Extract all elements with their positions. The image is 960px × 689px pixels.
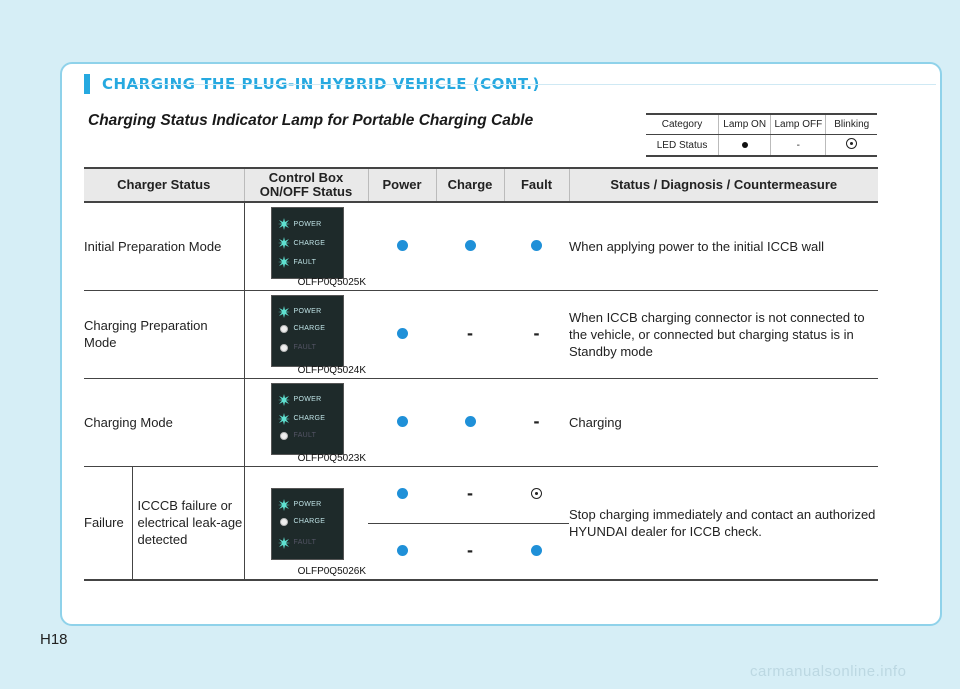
control-box-panel: POWER CHARGE FAULT [270, 294, 344, 367]
lamp-on-dot-icon [396, 488, 408, 499]
lamp-on-dot-icon [464, 415, 476, 427]
header-fault: Fault [503, 167, 569, 203]
lamp-on-dot-icon [396, 544, 408, 556]
description-cell: When ICCB charging connector is not conn… [569, 290, 878, 379]
page-number: H18 [40, 631, 68, 648]
description-cell: When applying power to the initial ICCB … [569, 202, 878, 291]
charge-cell: - [436, 523, 504, 581]
legend-blinking-cell [825, 134, 877, 157]
blinking-dot-icon [531, 488, 542, 499]
header-charge: Charge [435, 167, 504, 203]
control-box-panel: POWER CHARGE FAULT [270, 382, 344, 455]
charge-cell: - [436, 466, 504, 524]
legend-lamp-off-cell: - [770, 134, 827, 157]
control-box-image-cell: POWER CHARGE FAULT OLFP0Q5025K [243, 202, 368, 291]
table-row: - [84, 523, 878, 581]
lamp-off-icon [279, 431, 288, 440]
table-row: Failure ICCCB failure or electrical leak… [84, 466, 878, 581]
blinking-dot-icon [846, 138, 858, 149]
lamp-on-icon [277, 498, 290, 511]
lamp-off-icon [279, 517, 288, 526]
fault-cell [504, 202, 569, 291]
image-code: OLFP0Q5023K [297, 452, 366, 464]
control-box-panel: POWER CHARGE FAULT [270, 207, 344, 279]
charger-status-cell: Initial Preparation Mode [84, 202, 244, 291]
header-rule [130, 84, 936, 85]
lamp-on-icon [277, 237, 290, 249]
lamp-on-dot-icon [396, 327, 408, 339]
power-cell [368, 290, 436, 379]
lamp-off-dash: - [467, 483, 473, 503]
table-row: Charging Preparation Mode POWER CHARGE F… [84, 290, 878, 379]
filled-dot-icon [741, 141, 748, 148]
legend-header-category: Category [646, 113, 720, 135]
legend-header-lamp-on: Lamp ON [718, 113, 772, 135]
lamp-on-dot-icon [531, 544, 542, 556]
power-cell [368, 466, 436, 524]
image-code: OLFP0Q5024K [297, 364, 366, 376]
fault-cell [504, 466, 569, 524]
lamp-on-dot-icon [396, 415, 408, 427]
lamp-on-icon [277, 393, 290, 406]
table-row: Initial Preparation Mode POWER CHARGE FA… [84, 202, 878, 291]
image-code: OLFP0Q5025K [297, 276, 366, 288]
image-code: OLFP0Q5026K [297, 566, 366, 577]
legend-lamp-on-cell [718, 134, 772, 157]
control-box-image-cell: POWER CHARGE FAULT OLFP0Q5023K [243, 378, 368, 467]
charger-status-cell: Charging Mode [84, 378, 244, 467]
control-box-image-cell: POWER CHARGE FAULT OLFP0Q5026K [243, 466, 368, 581]
fault-cell [504, 523, 569, 581]
description-cell: Charging [569, 378, 878, 467]
charger-status-cell: Charging Preparation Mode [84, 290, 244, 379]
control-box-image-cell: POWER CHARGE FAULT OLFP0Q5024K [243, 290, 368, 379]
lamp-on-icon [277, 412, 290, 425]
charger-status-cell: Failure [84, 466, 132, 581]
charge-cell: - [436, 290, 504, 379]
lamp-on-dot-icon [464, 239, 476, 251]
legend-row-label: LED Status [646, 134, 720, 157]
lamp-on-icon [277, 536, 290, 549]
header-control-box: Control Box ON/OFF Status [243, 167, 368, 203]
fault-cell: - [504, 290, 569, 379]
header-charger-status: Charger Status [84, 167, 244, 203]
lamp-on-icon [277, 218, 290, 230]
header-status-diagnosis: Status / Diagnosis / Countermeasure [568, 167, 878, 203]
fault-cell: - [504, 378, 569, 467]
lamp-on-icon [277, 305, 290, 318]
header-power: Power [367, 167, 436, 203]
table-row: Charging Mode POWER CHARGE FAULT OLFP0Q5… [84, 378, 878, 467]
charging-status-table: Charger Status Control Box ON/OFF Status… [84, 167, 878, 581]
page-subtitle: Charging Status Indicator Lamp for Porta… [88, 112, 534, 129]
charge-cell [436, 202, 504, 291]
lamp-off-icon [279, 324, 288, 333]
lamp-off-dash: - [533, 410, 540, 431]
lamp-off-dash: - [467, 539, 473, 560]
lamp-off-dash: - [533, 322, 540, 343]
lamp-on-dot-icon [396, 239, 408, 251]
power-cell [368, 523, 436, 581]
legend-header-lamp-off: Lamp OFF [770, 113, 827, 135]
led-legend-table: Category Lamp ON Lamp OFF Blinking LED S… [646, 113, 877, 157]
failure-detail-cell: ICCCB failure or electrical leak-age det… [131, 466, 244, 581]
description-cell: Stop charging immediately and contact an… [569, 466, 878, 581]
charge-cell [436, 378, 504, 467]
lamp-off-dash: - [467, 322, 473, 343]
lamp-on-icon [277, 256, 290, 268]
header-accent-bar [84, 74, 90, 94]
watermark: carmanualsonline.info [750, 663, 907, 680]
lamp-off-icon [279, 343, 288, 352]
power-cell [368, 202, 436, 291]
power-cell [368, 378, 436, 467]
legend-header-blinking: Blinking [825, 113, 877, 135]
control-box-panel: POWER CHARGE FAULT [270, 487, 344, 560]
lamp-on-dot-icon [531, 239, 542, 251]
